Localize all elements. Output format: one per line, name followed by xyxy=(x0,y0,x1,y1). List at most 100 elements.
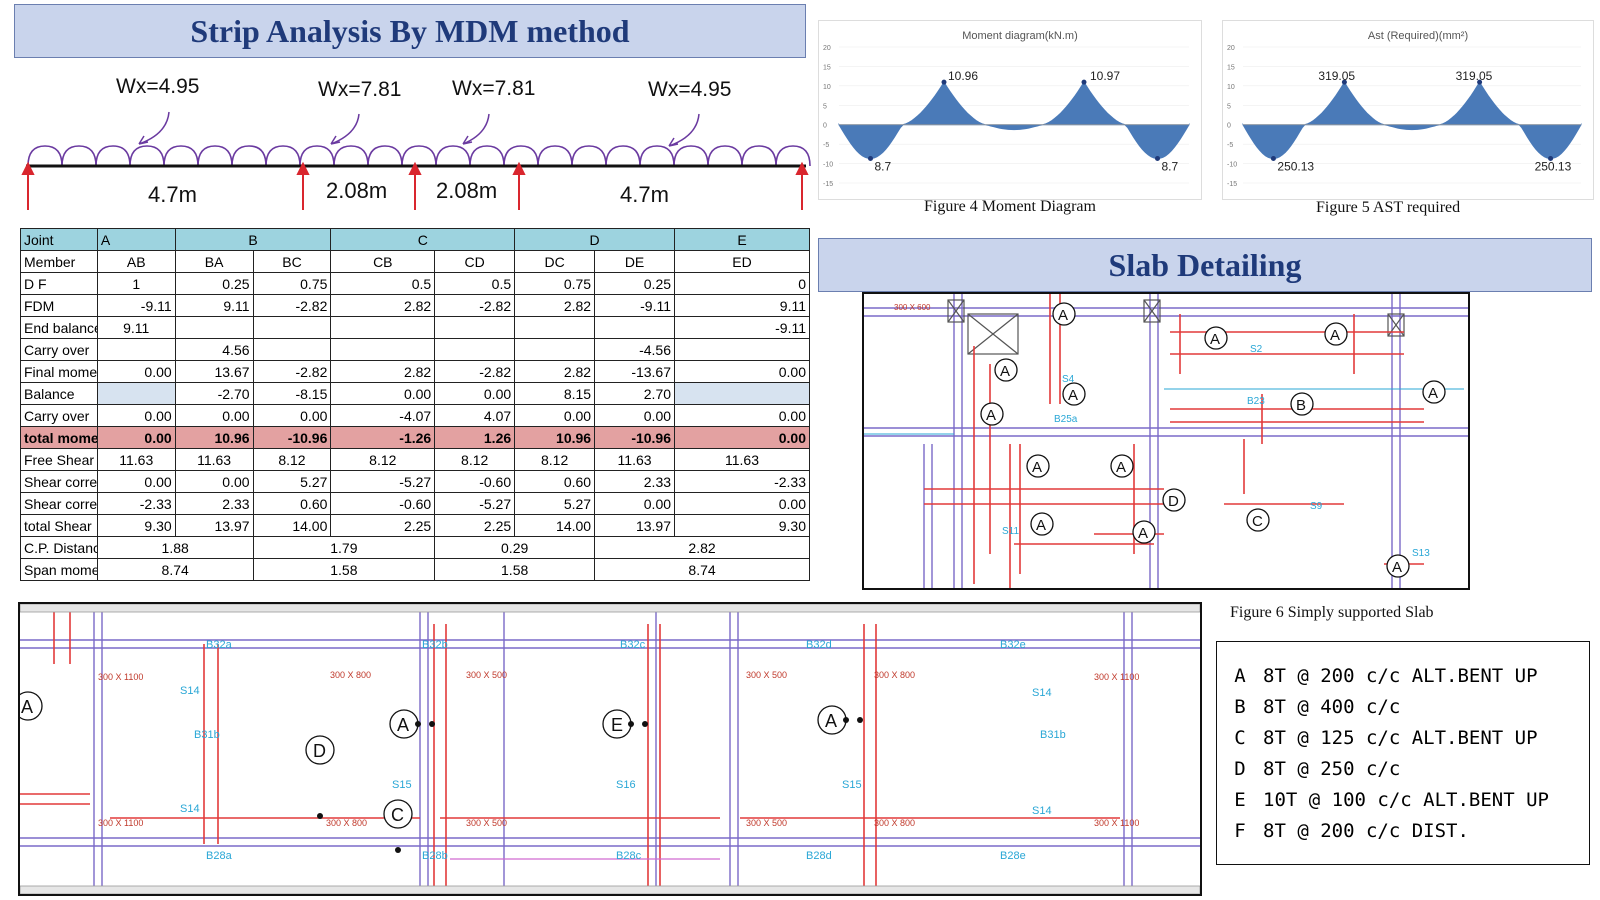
table-cell: 0.00 xyxy=(674,426,810,449)
table-cell: -10.96 xyxy=(252,426,332,449)
svg-text:S14: S14 xyxy=(180,685,200,697)
table-cell: -0.60 xyxy=(434,470,516,493)
legend-text: 8T @ 400 c/c xyxy=(1263,695,1401,718)
member-cell: Member xyxy=(20,250,98,273)
table-cell: 2.82 xyxy=(330,360,436,383)
table-cell xyxy=(252,338,332,361)
udl-arc xyxy=(639,145,675,167)
span-label-ab: 4.7m xyxy=(148,182,197,207)
table-cell: 5.27 xyxy=(514,492,596,515)
table-cell: 0.00 xyxy=(674,404,810,427)
udl-arc xyxy=(401,145,437,167)
peak-point xyxy=(1341,79,1347,85)
load-pointer-arrows xyxy=(138,111,700,147)
table-cell: 2.82 xyxy=(514,360,596,383)
row-label: total Shear xyxy=(20,514,98,537)
y-tick-label: 5 xyxy=(1227,103,1231,110)
table-row: Final moment0.0013.67-2.822.82-2.822.82-… xyxy=(20,360,810,383)
svg-text:300 X 800: 300 X 800 xyxy=(330,670,371,680)
table-cell: 9.11 xyxy=(174,294,254,317)
table-cell: 0.00 xyxy=(594,492,676,515)
svg-text:A: A xyxy=(1116,459,1126,476)
udl-arc xyxy=(129,145,165,167)
table-cell: 0.5 xyxy=(434,272,516,295)
svg-text:B32d: B32d xyxy=(806,639,832,651)
table-cell: 14.00 xyxy=(252,514,332,537)
legend-letter: B xyxy=(1234,695,1246,718)
chart-title: Ast (Required)(mm²) xyxy=(1368,30,1468,42)
table-cell: 0.00 xyxy=(174,404,254,427)
y-tick-label: 15 xyxy=(823,64,831,71)
udl-arc xyxy=(163,145,199,167)
header-cell: E xyxy=(674,228,810,251)
table-cell: 8.74 xyxy=(96,558,254,581)
table-cell: 0.00 xyxy=(96,426,176,449)
table-cell: 2.82 xyxy=(330,294,436,317)
table-cell xyxy=(434,338,516,361)
y-tick-label: -5 xyxy=(1227,142,1233,149)
slab-detailing-title: Slab Detailing xyxy=(818,238,1592,292)
legend-letter: C xyxy=(1234,726,1246,749)
table-cell: 10.96 xyxy=(174,426,254,449)
table-cell: 11.63 xyxy=(594,448,676,471)
table-cell: -13.67 xyxy=(594,360,676,383)
table-cell: 9.11 xyxy=(96,316,176,339)
row-label: End balance xyxy=(20,316,98,339)
svg-text:A: A xyxy=(1068,387,1078,404)
udl-arc xyxy=(503,145,539,167)
table-cell: 0.5 xyxy=(330,272,436,295)
y-tick-label: 20 xyxy=(1227,45,1235,52)
svg-text:B32e: B32e xyxy=(1000,639,1026,651)
strip-beam-diagram xyxy=(21,111,811,210)
table-cell: 0.25 xyxy=(594,272,676,295)
legend-row: B 8T @ 400 c/c xyxy=(1217,691,1589,722)
y-tick-label: 10 xyxy=(823,84,831,91)
table-cell: 0.29 xyxy=(434,536,596,559)
trough-point xyxy=(1548,156,1554,162)
moment-chart: Moment diagram(kN.m)20151050-5-10-1510.9… xyxy=(823,30,1190,188)
row-label: D F xyxy=(20,272,98,295)
table-cell: 2.82 xyxy=(514,294,596,317)
table-cell: 11.63 xyxy=(96,448,176,471)
row-label: Carry over xyxy=(20,404,98,427)
svg-text:S14: S14 xyxy=(180,803,200,815)
table-cell: -9.11 xyxy=(96,294,176,317)
table-cell: 11.63 xyxy=(174,448,254,471)
svg-text:300 X 800: 300 X 800 xyxy=(326,818,367,828)
y-tick-label: 10 xyxy=(1227,84,1235,91)
table-cell: 2.33 xyxy=(594,470,676,493)
table-cell: 0.00 xyxy=(434,382,516,405)
svg-text:S14: S14 xyxy=(1032,687,1052,699)
trough-point xyxy=(1270,156,1276,162)
udl-arc xyxy=(741,145,777,167)
table-cell xyxy=(96,382,176,405)
peak-point xyxy=(1477,79,1483,85)
member-cell: CD xyxy=(434,250,516,273)
table-cell: 0.00 xyxy=(674,492,810,515)
table-cell: 1.58 xyxy=(434,558,596,581)
table-cell: -9.11 xyxy=(594,294,676,317)
table-cell: 2.70 xyxy=(594,382,676,405)
table-cell: -10.96 xyxy=(594,426,676,449)
udl-arc xyxy=(333,145,369,167)
svg-text:S15: S15 xyxy=(842,779,862,791)
svg-text:B28e: B28e xyxy=(1000,850,1026,862)
row-label: Free Shear xyxy=(20,448,98,471)
table-cell: 0.00 xyxy=(330,382,436,405)
svg-text:B32b: B32b xyxy=(422,639,448,651)
table-cell: -4.07 xyxy=(330,404,436,427)
svg-text:A: A xyxy=(1138,525,1148,542)
legend-letter: E xyxy=(1234,788,1246,811)
table-cell xyxy=(674,382,810,405)
table-cell: 8.74 xyxy=(594,558,810,581)
table-row: Shear correction-2.332.330.60-0.60-5.275… xyxy=(20,492,810,515)
trough-label: 8.7 xyxy=(1162,160,1179,174)
udl-arc xyxy=(197,145,233,167)
